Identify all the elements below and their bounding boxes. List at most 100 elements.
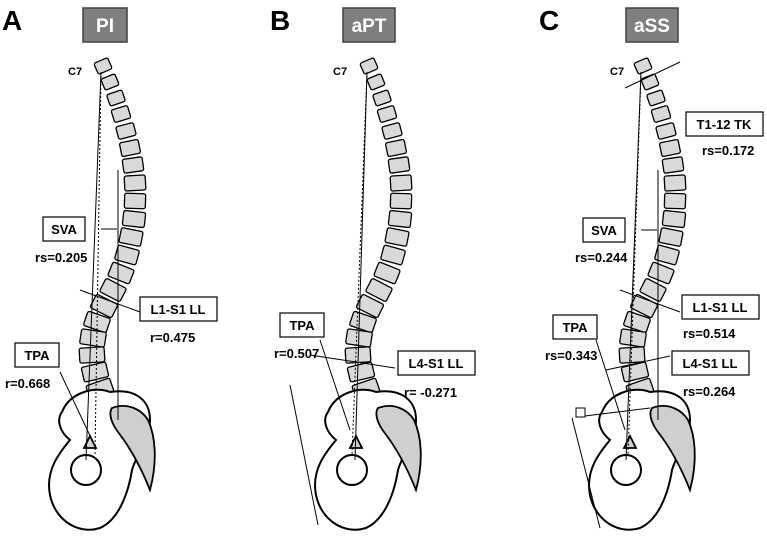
label-ll-a: L1-S1 LL [151, 302, 206, 317]
vertebra [346, 361, 376, 383]
vertebra [78, 346, 106, 364]
vertebra [349, 310, 377, 334]
vertebra [83, 310, 111, 334]
stat-tk-c: rs=0.172 [702, 143, 754, 158]
panel-letter-a: A [2, 5, 22, 36]
tpa-line-b [354, 71, 368, 461]
panel-letter-c: C [539, 5, 559, 36]
l1-line-a [79, 289, 141, 313]
sacral-slope-line-c [584, 407, 651, 417]
vertebra [654, 244, 680, 266]
vertebra [389, 174, 413, 192]
label-box-ll-b [397, 350, 476, 376]
panel-letter-b: B [270, 5, 290, 36]
sacrum [649, 405, 696, 493]
tpa-pointer-c [595, 339, 626, 431]
l4-line-b [309, 354, 396, 369]
title-box-b [342, 7, 396, 43]
pelvic-tangent-b [289, 384, 319, 526]
c7-label-b: C7 [333, 66, 347, 78]
vertebra [646, 89, 666, 107]
vertebra [619, 328, 647, 348]
title-a: PI [96, 16, 114, 37]
spine-a [48, 57, 156, 531]
vertebra [359, 57, 379, 75]
vertebra [633, 57, 653, 75]
sacrum [109, 405, 156, 493]
c7-label-c: C7 [610, 66, 624, 78]
vertebra [372, 89, 392, 107]
label-box-tpa-a [14, 342, 60, 368]
vertebra [121, 156, 145, 174]
t1-line-c [624, 61, 681, 89]
label-sva-c: SVA [591, 223, 617, 238]
title-box-c [625, 7, 679, 43]
stat-tpa-b: r=0.507 [274, 346, 319, 361]
femoral-head [336, 454, 368, 486]
vertebra [623, 310, 651, 334]
vertebra [384, 227, 410, 247]
label-tk-c: T1-12 TK [697, 117, 753, 132]
vertebra [376, 105, 398, 123]
vertebra [380, 244, 406, 266]
label-box-ll-a [139, 296, 218, 322]
stat-sva-a: rs=0.205 [35, 250, 87, 265]
vertebra [118, 138, 142, 158]
c7-label-a: C7 [68, 66, 82, 78]
vertebra [658, 227, 684, 247]
vertebra [123, 192, 147, 210]
title-box-a [82, 7, 128, 43]
label-tpa-c: TPA [562, 320, 588, 335]
vertebra [618, 346, 646, 364]
vertebra [121, 209, 147, 229]
vertebra [639, 278, 667, 302]
vertebra [115, 122, 137, 140]
sacrum [375, 405, 422, 493]
label-tpa-b: TPA [289, 318, 315, 333]
stat-ll-b: r= -0.271 [404, 385, 457, 400]
vertebra [384, 138, 408, 158]
label-box-sva-a [42, 216, 86, 242]
vertebra [110, 105, 132, 123]
stat-sva-c: rs=0.244 [575, 250, 628, 265]
vertebra [365, 278, 393, 302]
vertebra [118, 227, 144, 247]
vertebra [387, 156, 411, 174]
l1-line-c [619, 289, 681, 313]
vertebra [387, 209, 413, 229]
label-l1-c: L1-S1 LL [693, 300, 748, 315]
vertebra [123, 174, 147, 192]
tpa-pointer-b [319, 339, 351, 431]
stat-tpa-c: rs=0.343 [545, 348, 597, 363]
title-c: aSS [634, 16, 670, 37]
tpa-line-c [625, 71, 642, 461]
vertebra [655, 122, 677, 140]
label-box-l4-c [671, 350, 750, 376]
stat-tpa-a: r=0.668 [5, 376, 50, 391]
vertebra [663, 192, 687, 210]
stat-l4-c: rs=0.264 [683, 384, 736, 399]
panel-a: A PI C7 SVA rs=0.205 L1-S1 LL r=0.475 TP… [2, 5, 218, 531]
spine-c [588, 57, 696, 531]
label-sva-a: SVA [51, 222, 77, 237]
right-angle-marker-c [575, 407, 586, 418]
vertebra [79, 328, 107, 348]
vertebra [663, 174, 687, 192]
vertebra [650, 105, 672, 123]
label-box-l1-c [681, 294, 760, 320]
tpa-pointer-a [59, 371, 93, 441]
stat-ll-a: r=0.475 [150, 330, 195, 345]
vertebra [661, 156, 685, 174]
l4-line-c [605, 355, 671, 371]
vertebra [100, 73, 120, 91]
label-box-tk-c [685, 111, 764, 137]
vertebra [99, 278, 127, 302]
vertebra [389, 192, 413, 210]
vertebra [658, 138, 682, 158]
vertebra [661, 209, 687, 229]
label-box-sva-c [582, 217, 626, 243]
panel-c: C aSS C7 T1-12 TK rs=0.172 SVA rs=0.244 … [539, 5, 764, 531]
vertebra [381, 122, 403, 140]
